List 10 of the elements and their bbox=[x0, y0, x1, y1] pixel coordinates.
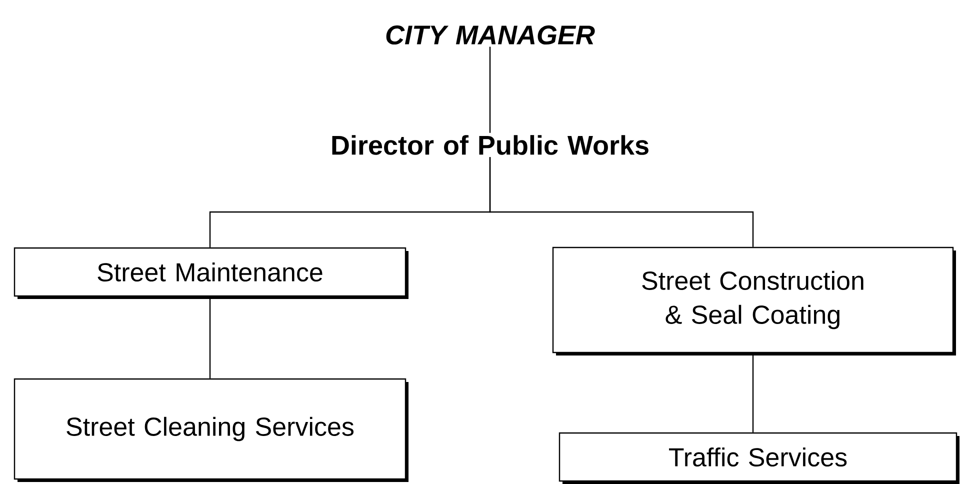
org-box: Street Construction & Seal Coating bbox=[552, 246, 956, 356]
org-box: Street Cleaning Services bbox=[14, 378, 408, 482]
heading-text: Director of Public Works bbox=[332, 135, 648, 155]
connector-line bbox=[752, 353, 754, 432]
org-box: Street Maintenance bbox=[14, 247, 408, 299]
connector-line bbox=[489, 157, 754, 247]
connector-line bbox=[489, 46, 491, 133]
title-text: CITY MANAGER bbox=[386, 25, 595, 45]
org-box: Traffic Services bbox=[558, 432, 960, 484]
connector-line bbox=[209, 296, 211, 378]
